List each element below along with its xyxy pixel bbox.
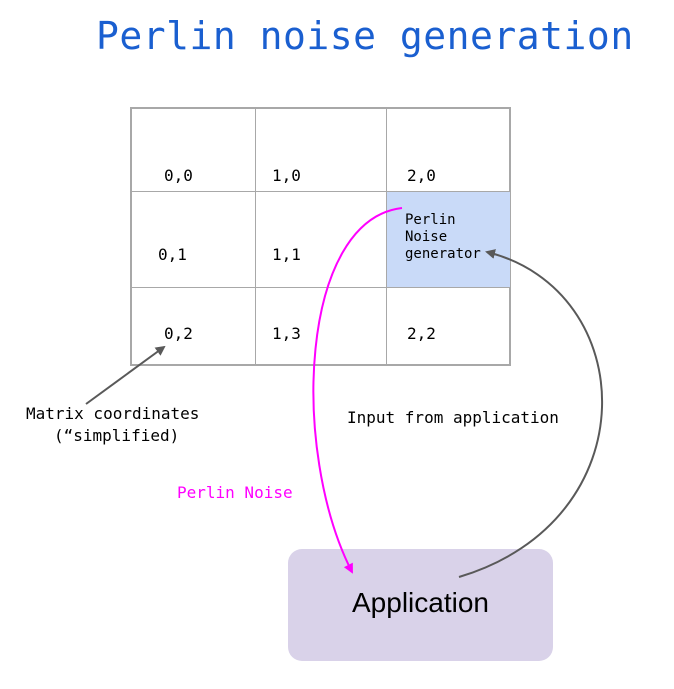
cell-label: 2,0 — [407, 166, 436, 185]
input-from-application-label: Input from application — [347, 408, 559, 427]
application-box: Application — [288, 549, 553, 661]
cell-label: 0,1 — [158, 245, 187, 264]
cell-label: 1,1 — [272, 245, 301, 264]
page-title: Perlin noise generation — [96, 14, 634, 58]
perlin-noise-arrow — [312, 207, 403, 574]
cell-label: 2,2 — [407, 324, 436, 343]
matrix-coordinates-arrow — [85, 345, 166, 405]
perlin-noise-label: Perlin Noise — [177, 483, 293, 502]
generator-label-line: Perlin — [405, 212, 456, 228]
generator-label-line: Noise — [405, 229, 448, 245]
generator-label: Perlin Noise generator — [405, 212, 481, 263]
matrix-coordinates-note: Matrix coordinates — [26, 404, 200, 423]
cell-label: 1,0 — [272, 166, 301, 185]
grid-cell — [386, 287, 511, 366]
perlin-noise-generator-cell — [386, 191, 511, 288]
cell-label: 1,3 — [272, 324, 301, 343]
application-label: Application — [352, 587, 489, 618]
generator-label-line: generator — [405, 246, 481, 262]
matrix-coordinates-note-sub: (“simplified) — [54, 426, 180, 445]
cell-label: 0,0 — [164, 166, 193, 185]
input-arrow — [458, 249, 604, 578]
cell-label: 0,2 — [164, 324, 193, 343]
